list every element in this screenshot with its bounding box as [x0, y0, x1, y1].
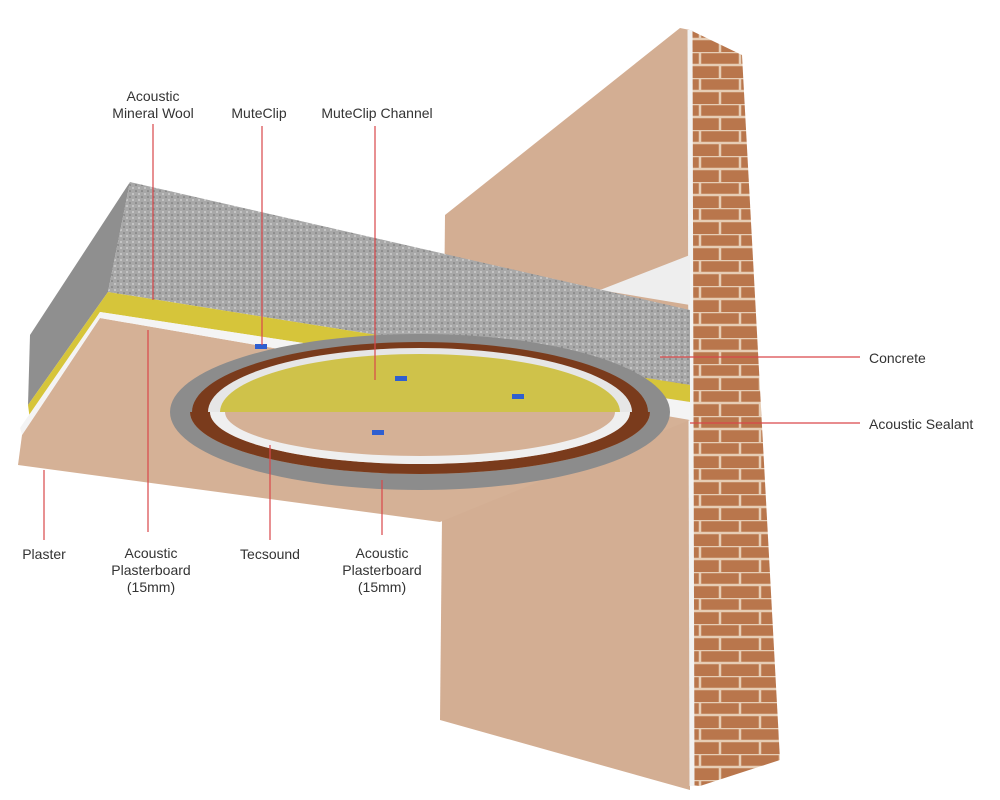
label-plaster: Plaster	[22, 546, 66, 562]
label-acoustic-sealant: Acoustic Sealant	[869, 416, 974, 432]
label-plasterboard-2: Acoustic Plasterboard (15mm)	[342, 545, 421, 596]
mineral-wool	[28, 292, 690, 420]
label-line: (15mm)	[357, 579, 407, 595]
leader-lines	[43, 124, 860, 540]
label-line: Acoustic	[124, 545, 178, 561]
brick-wall	[690, 30, 780, 786]
label-muteclip-channel: MuteClip Channel	[321, 105, 433, 121]
label-plasterboard-1: Acoustic Plasterboard (15mm)	[111, 545, 190, 596]
label-line: Mineral Wool	[112, 105, 194, 121]
muteclips	[255, 344, 524, 435]
label-line: Plasterboard	[111, 562, 191, 578]
label-line: Plasterboard	[342, 562, 422, 578]
label-line: (15mm)	[126, 579, 176, 595]
concrete-left-face	[28, 182, 130, 405]
label-tecsound: Tecsound	[240, 546, 300, 562]
concrete-slab	[108, 182, 690, 385]
label-line: Acoustic	[126, 88, 180, 104]
label-mineral-wool: Acoustic Mineral Wool	[112, 88, 193, 122]
label-muteclip: MuteClip	[231, 105, 287, 121]
label-line: Acoustic	[355, 545, 409, 561]
label-concrete: Concrete	[869, 350, 926, 366]
